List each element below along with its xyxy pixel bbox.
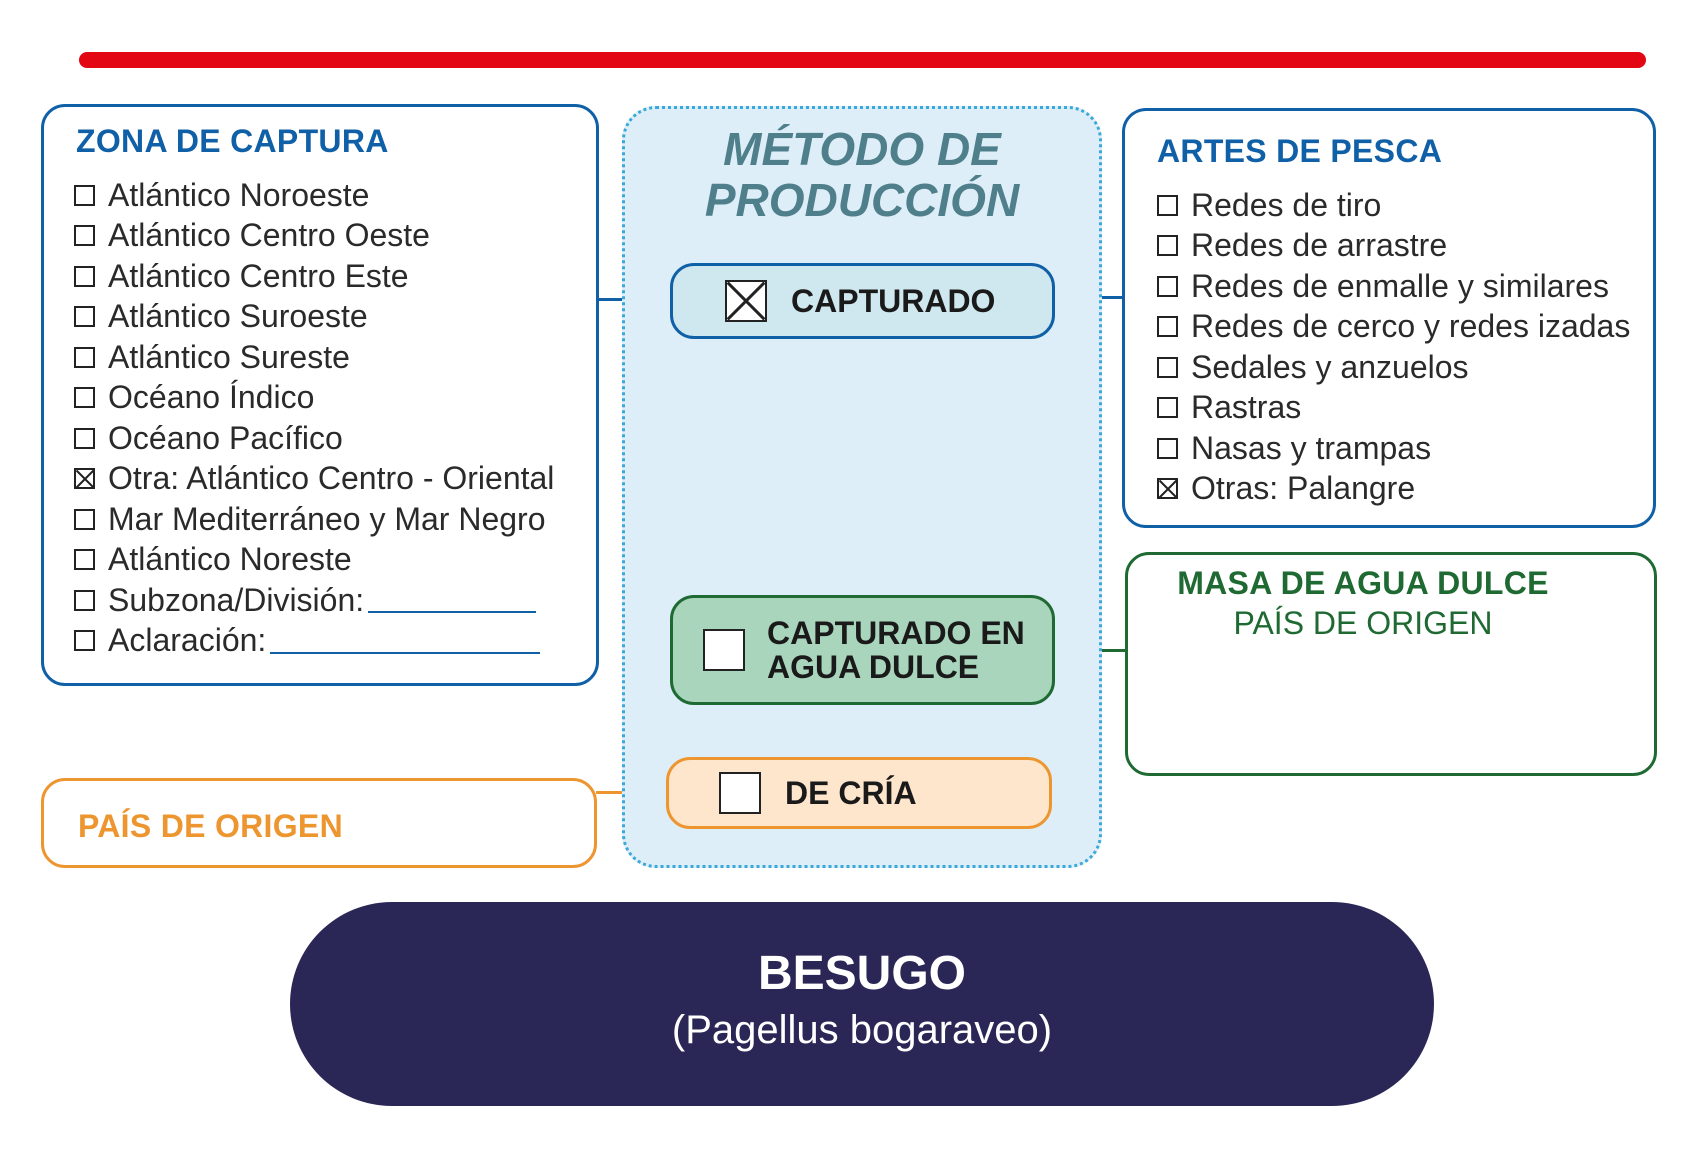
option-label: Océano Pacífico	[108, 419, 343, 456]
arte-option[interactable]: Redes de arrastre	[1157, 226, 1630, 267]
checkbox[interactable]	[1157, 316, 1178, 338]
option-label: Atlántico Noreste	[108, 541, 352, 578]
masa-agua-title: MASA DE AGUA DULCE	[1177, 565, 1549, 601]
checkbox[interactable]	[74, 589, 95, 611]
checkbox[interactable]	[1157, 437, 1178, 459]
zona-option[interactable]: Atlántico Centro Este	[74, 256, 554, 297]
checkbox-checked[interactable]	[74, 468, 95, 490]
checkbox[interactable]	[1157, 397, 1178, 419]
zona-option[interactable]: Océano Pacífico	[74, 418, 554, 459]
zona-option[interactable]: Atlántico Noroeste	[74, 175, 554, 216]
pais-origen-panel: PAÍS DE ORIGEN	[41, 778, 597, 868]
checkbox[interactable]	[1157, 356, 1178, 378]
option-label: Redes de arrastre	[1191, 227, 1448, 264]
option-label: Otras: Palangre	[1191, 470, 1416, 507]
agua-dulce-label-line1: CAPTURADO EN	[767, 615, 1025, 651]
checkbox[interactable]	[74, 225, 95, 247]
option-label: Nasas y trampas	[1191, 429, 1432, 466]
metodo-title: MÉTODO DE PRODUCCIÓN	[622, 124, 1102, 226]
checkbox[interactable]	[1157, 275, 1178, 297]
option-label: Rastras	[1191, 389, 1302, 426]
metodo-panel	[622, 106, 1102, 868]
product-scientific-name: (Pagellus bogaraveo)	[671, 1008, 1053, 1052]
checkbox[interactable]	[74, 549, 95, 571]
arte-option[interactable]: Redes de tiro	[1157, 185, 1630, 226]
agua-dulce-checkbox[interactable]	[703, 629, 745, 671]
option-label: Redes de cerco y redes izadas	[1191, 308, 1631, 345]
artes-pesca-panel: ARTES DE PESCA Redes de tiro Redes de ar…	[1122, 108, 1656, 528]
top-red-bar	[79, 52, 1646, 68]
zona-captura-title: ZONA DE CAPTURA	[76, 123, 389, 159]
arte-option[interactable]: Redes de enmalle y similares	[1157, 266, 1630, 307]
option-label: Redes de enmalle y similares	[1191, 267, 1609, 304]
option-label: Aclaración:	[108, 622, 267, 659]
arte-option[interactable]: Redes de cerco y redes izadas	[1157, 307, 1630, 348]
capturado-option[interactable]: CAPTURADO	[670, 263, 1055, 339]
product-name: BESUGO	[757, 947, 967, 1000]
pais-origen-title: PAÍS DE ORIGEN	[78, 808, 343, 844]
agua-dulce-label: CAPTURADO EN AGUA DULCE	[767, 616, 1025, 684]
agua-dulce-label-line2: AGUA DULCE	[767, 649, 980, 685]
option-label: Atlántico Suroeste	[108, 298, 368, 335]
checkbox[interactable]	[74, 427, 95, 449]
option-label: Mar Mediterráneo y Mar Negro	[108, 500, 546, 537]
zona-option[interactable]: Atlántico Noreste	[74, 540, 554, 581]
cria-checkbox[interactable]	[719, 772, 761, 814]
metodo-title-line1: MÉTODO DE	[723, 123, 1001, 175]
zona-option[interactable]: Atlántico Suroeste	[74, 297, 554, 338]
masa-agua-subtitle: PAÍS DE ORIGEN	[1233, 605, 1493, 641]
zona-option[interactable]: Otra: Atlántico Centro - Oriental	[74, 459, 554, 500]
zona-captura-list: Atlántico Noroeste Atlántico Centro Oest…	[74, 175, 554, 661]
option-label: Atlántico Noroeste	[108, 176, 370, 213]
checkbox[interactable]	[1157, 194, 1178, 216]
option-label: Redes de tiro	[1191, 186, 1382, 223]
arte-option[interactable]: Rastras	[1157, 388, 1630, 429]
arte-option[interactable]: Nasas y trampas	[1157, 428, 1630, 469]
option-label: Sedales y anzuelos	[1191, 348, 1469, 385]
checkbox[interactable]	[1157, 235, 1178, 257]
option-label: Atlántico Centro Oeste	[108, 217, 430, 254]
option-label: Atlántico Sureste	[108, 338, 350, 375]
artes-pesca-list: Redes de tiro Redes de arrastre Redes de…	[1157, 185, 1630, 509]
zona-captura-panel: ZONA DE CAPTURA Atlántico Noroeste Atlán…	[41, 104, 599, 686]
checkbox[interactable]	[74, 184, 95, 206]
aclaracion-field[interactable]	[270, 628, 541, 654]
zona-option[interactable]: Atlántico Centro Oeste	[74, 216, 554, 257]
checkbox[interactable]	[74, 306, 95, 328]
arte-option[interactable]: Sedales y anzuelos	[1157, 347, 1630, 388]
zona-option[interactable]: Océano Índico	[74, 378, 554, 419]
product-banner: BESUGO (Pagellus bogaraveo)	[290, 902, 1434, 1106]
option-label: Otra: Atlántico Centro - Oriental	[108, 460, 555, 497]
cria-option[interactable]: DE CRÍA	[666, 757, 1052, 829]
capturado-label: CAPTURADO	[791, 283, 996, 319]
checkbox[interactable]	[74, 346, 95, 368]
zona-option[interactable]: Atlántico Sureste	[74, 337, 554, 378]
capturado-checkbox[interactable]	[725, 280, 767, 322]
checkbox[interactable]	[74, 508, 95, 530]
artes-pesca-title: ARTES DE PESCA	[1157, 133, 1443, 169]
cria-label: DE CRÍA	[785, 775, 917, 811]
masa-agua-panel: MASA DE AGUA DULCE PAÍS DE ORIGEN	[1125, 552, 1657, 776]
metodo-title-line2: PRODUCCIÓN	[704, 174, 1020, 226]
checkbox[interactable]	[74, 387, 95, 409]
zona-option[interactable]: Aclaración:	[74, 621, 554, 662]
subzona-field[interactable]	[368, 587, 537, 614]
agua-dulce-option[interactable]: CAPTURADO EN AGUA DULCE	[670, 595, 1055, 705]
zona-option[interactable]: Subzona/División:	[74, 580, 554, 621]
option-label: Subzona/División:	[108, 581, 365, 618]
checkbox-checked[interactable]	[1157, 478, 1178, 500]
arte-option[interactable]: Otras: Palangre	[1157, 469, 1630, 510]
option-label: Atlántico Centro Este	[108, 257, 409, 294]
checkbox[interactable]	[74, 265, 95, 287]
checkbox[interactable]	[74, 630, 95, 652]
option-label: Océano Índico	[108, 379, 315, 416]
zona-option[interactable]: Mar Mediterráneo y Mar Negro	[74, 499, 554, 540]
